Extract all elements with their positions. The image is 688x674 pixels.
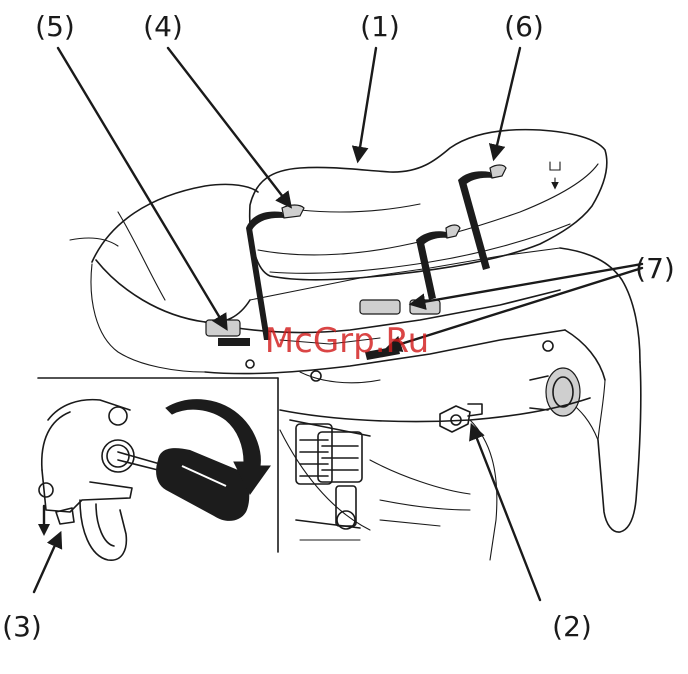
callout-label-2: (2) <box>552 610 592 643</box>
seat-lock <box>440 404 482 432</box>
key-icon <box>118 448 249 521</box>
tail-light <box>530 368 580 416</box>
seat-illustration <box>250 130 607 280</box>
callout-label-5: (5) <box>35 10 75 43</box>
rear-hooks <box>416 165 506 300</box>
rear-shock-absorber <box>290 420 370 529</box>
callout-label-1: (1) <box>360 10 400 43</box>
callout-label-4: (4) <box>143 10 183 43</box>
callout-label-3: (3) <box>2 610 42 643</box>
callout-label-6: (6) <box>504 10 544 43</box>
watermark-text: McGrp.Ru <box>265 321 429 361</box>
key-lock-inset <box>38 400 270 561</box>
callout-label-7: (7) <box>635 252 675 285</box>
